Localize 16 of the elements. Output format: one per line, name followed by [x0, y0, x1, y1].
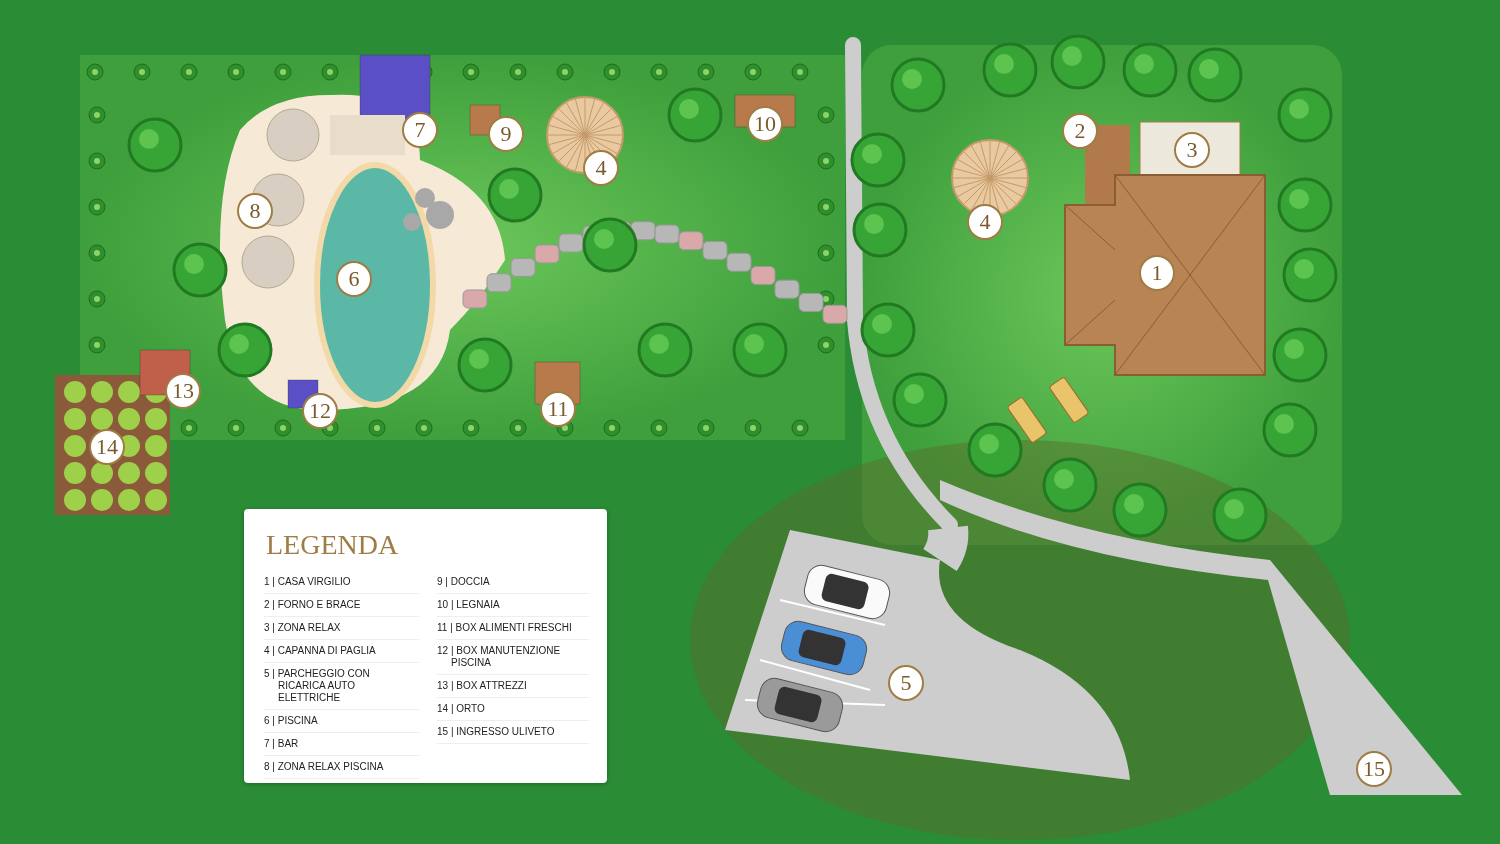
legend-title: LEGENDA — [266, 529, 399, 561]
legend-entry: 13 | BOX ATTREZZI — [437, 675, 589, 698]
legend-entry: 7 | BAR — [264, 733, 419, 756]
legend-entry: 10 | LEGNAIA — [437, 594, 589, 617]
legend-entry: 12 | BOX MANUTENZIONE PISCINA — [437, 640, 589, 675]
legend-entry: 11 | BOX ALIMENTI FRESCHI — [437, 617, 589, 640]
legend-entry: 3 | ZONA RELAX — [264, 617, 419, 640]
legend-entry: 14 | ORTO — [437, 698, 589, 721]
legend-entry: 4 | CAPANNA DI PAGLIA — [264, 640, 419, 663]
legend-entry: 9 | DOCCIA — [437, 571, 589, 594]
legend-entry: 1 | CASA VIRGILIO — [264, 571, 419, 594]
legend-entry: 2 | FORNO E BRACE — [264, 594, 419, 617]
legend-entry: 5 | PARCHEGGIO CON RICARICA AUTO ELETTRICHE — [264, 663, 419, 710]
legend-entry: 8 | ZONA RELAX PISCINA — [264, 756, 419, 779]
legend-entry: 6 | PISCINA — [264, 710, 419, 733]
legend-entry: 15 | INGRESSO ULIVETO — [437, 721, 589, 744]
